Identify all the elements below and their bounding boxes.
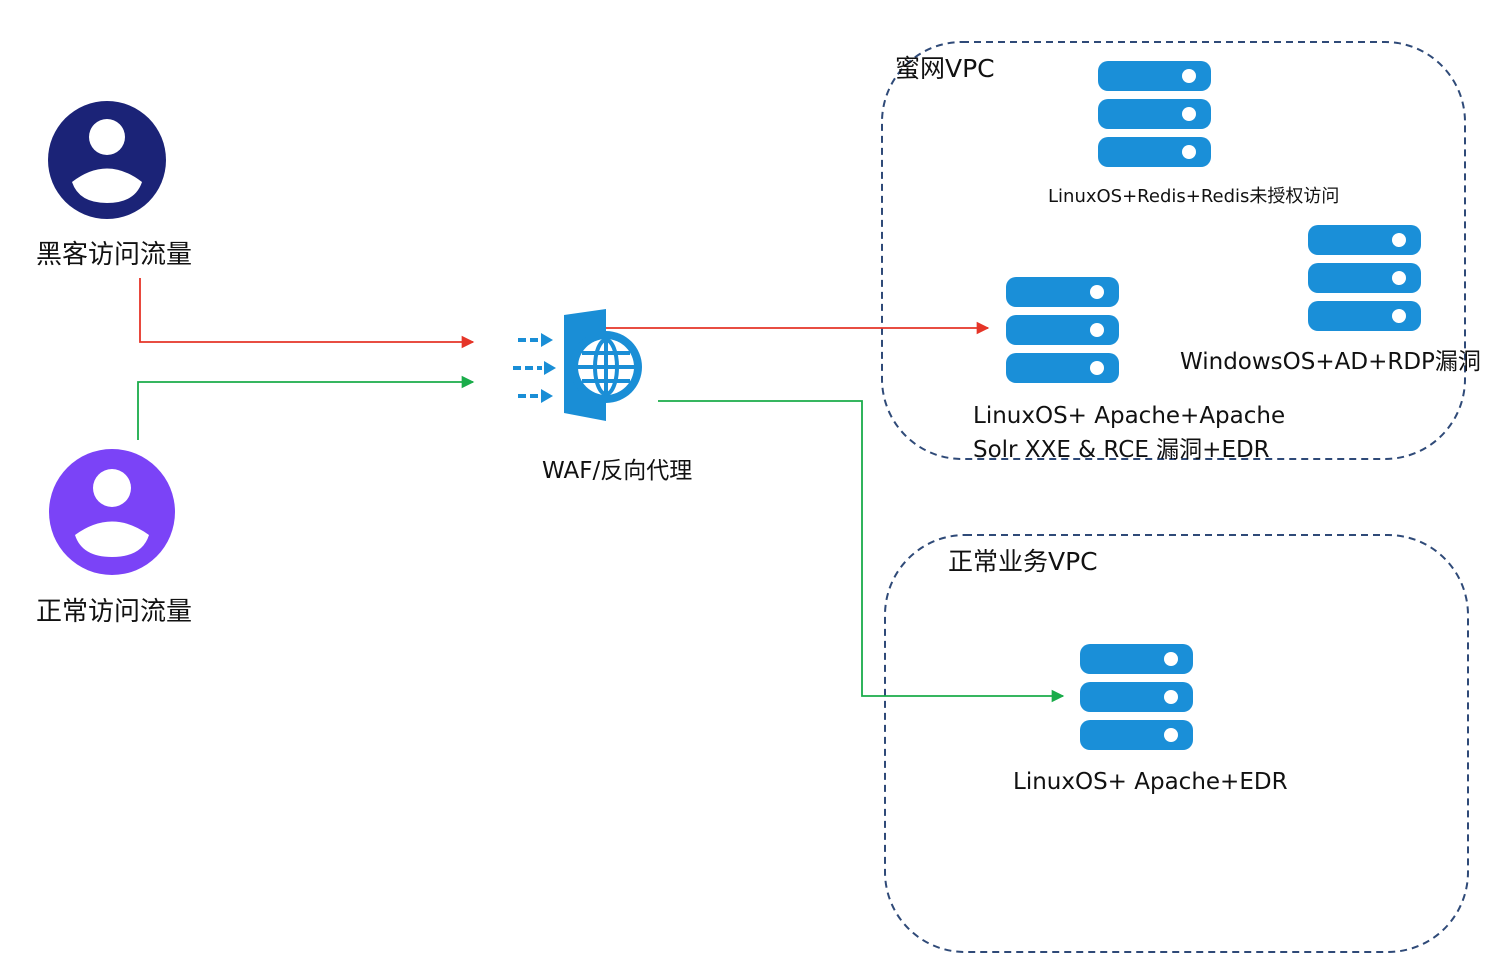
waf-label: WAF/反向代理 xyxy=(542,458,693,484)
attack-flow-arrow xyxy=(139,278,475,349)
apache-solr-server-icon xyxy=(1006,277,1119,383)
apache-solr-label-line2: Solr XXE & RCE 漏洞+EDR xyxy=(973,437,1270,463)
normal-traffic-label: 正常访问流量 xyxy=(36,597,193,627)
windows-server-label: WindowsOS+AD+RDP漏洞 xyxy=(1180,349,1481,375)
attack-forward-arrow xyxy=(593,321,990,372)
apache-solr-server-label: LinuxOS+ Apache+Apache Solr XXE & RCE 漏洞… xyxy=(973,399,1285,467)
normal-user-icon xyxy=(49,449,175,575)
honeynet-vpc-title: 蜜网VPC xyxy=(895,54,995,83)
business-apache-server-icon xyxy=(1080,644,1193,750)
business-apache-server-label: LinuxOS+ Apache+EDR xyxy=(1013,769,1288,795)
hacker-traffic-label: 黑客访问流量 xyxy=(36,240,193,270)
honeynet-vpc-border xyxy=(881,41,1466,460)
business-vpc-title: 正常业务VPC xyxy=(948,547,1098,576)
apache-solr-label-line1: LinuxOS+ Apache+Apache xyxy=(973,403,1286,429)
waf-icon xyxy=(513,309,642,421)
windows-server-icon xyxy=(1308,225,1421,331)
normal-forward-arrow xyxy=(658,400,1065,703)
hacker-user-icon xyxy=(48,101,166,219)
business-vpc-border xyxy=(884,534,1469,953)
redis-server-label: LinuxOS+Redis+Redis未授权访问 xyxy=(1048,186,1340,207)
normal-flow-arrow xyxy=(137,375,475,440)
redis-server-icon xyxy=(1098,61,1211,167)
